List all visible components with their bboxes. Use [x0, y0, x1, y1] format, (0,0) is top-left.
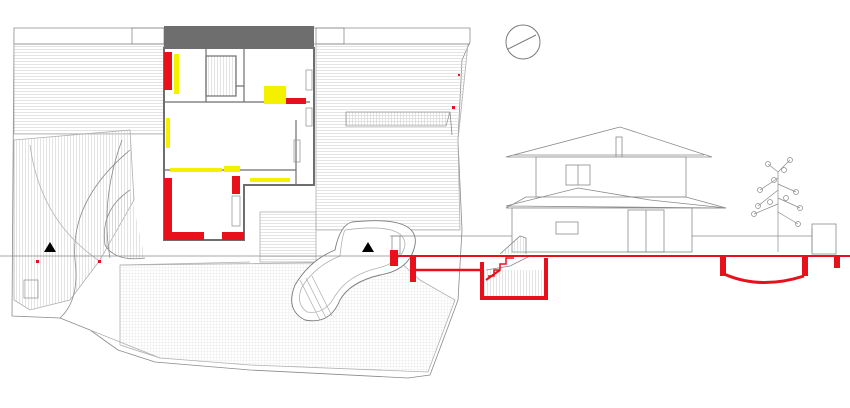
yellow-new-walls — [166, 54, 290, 182]
entry-stair — [499, 235, 527, 255]
house-top-wall — [164, 26, 314, 50]
tree-icon — [751, 157, 803, 252]
lower-grid-area — [119, 261, 456, 373]
kidney-pool — [291, 220, 416, 322]
lower-roof — [505, 187, 727, 209]
section-mark-triangle-icon — [44, 242, 56, 252]
house-elevation — [390, 126, 837, 296]
section-mark-triangle-icon — [362, 242, 374, 252]
site-plan — [11, 27, 471, 379]
house-outline — [163, 47, 315, 241]
driveway-curve — [59, 149, 131, 319]
left-parking-hatch — [13, 129, 135, 311]
site-section — [390, 250, 850, 300]
house-plan — [163, 26, 315, 241]
ramp-plan — [345, 111, 451, 127]
north-arrow-icon — [505, 24, 541, 60]
red-cut-walls — [164, 52, 306, 240]
right-hatched-area — [315, 43, 469, 231]
left-hatched-area — [13, 43, 165, 135]
upper-roof — [505, 126, 713, 158]
spiral-stair — [103, 189, 146, 260]
